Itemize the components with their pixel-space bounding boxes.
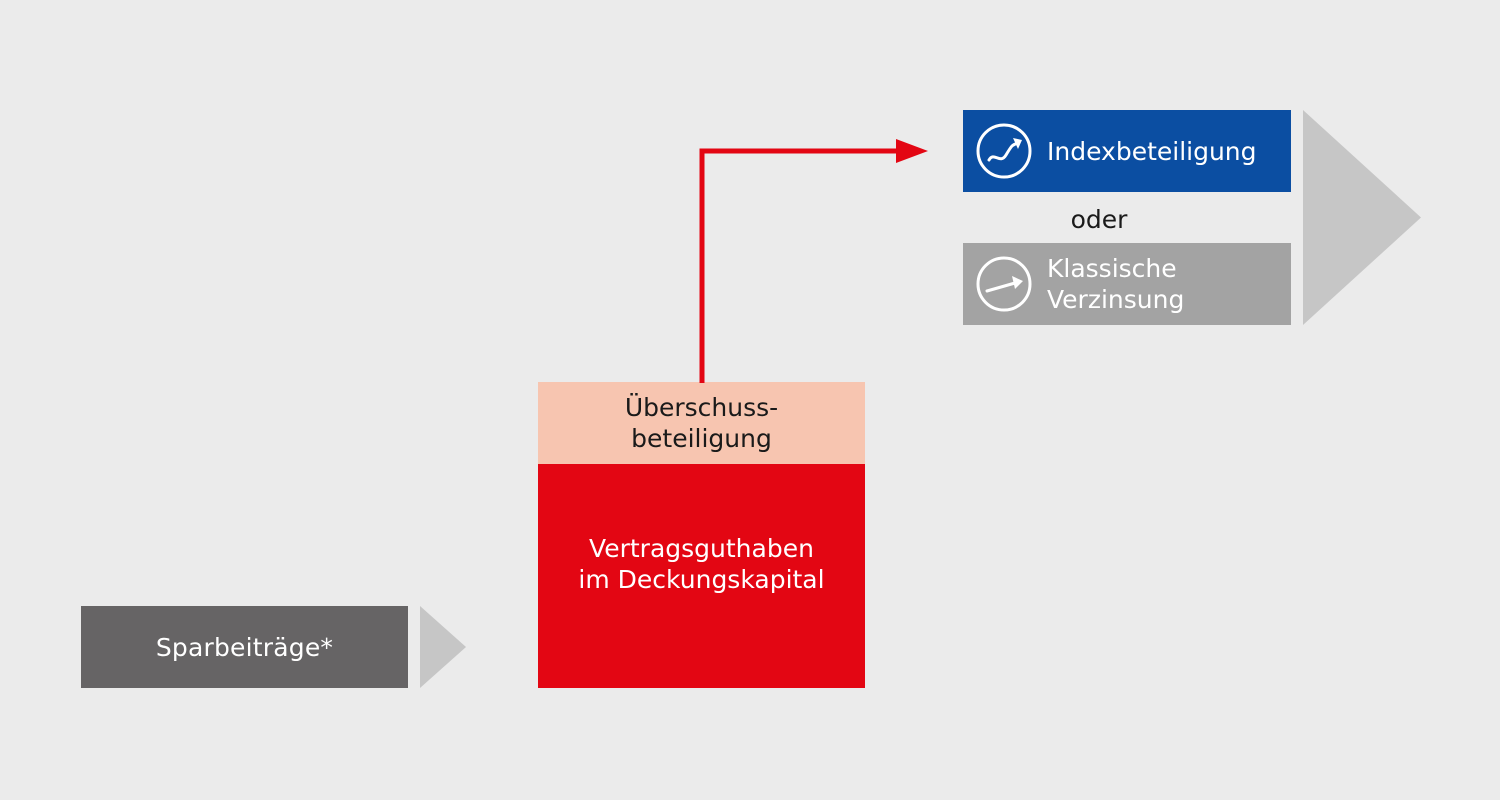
large-chevron-right-icon — [1303, 110, 1421, 325]
flow-arrow — [699, 139, 928, 383]
savings-box: Sparbeiträge* — [81, 606, 408, 688]
classic-option: Klassische Verzinsung — [963, 243, 1291, 325]
curved-up-arrow-icon — [976, 123, 1032, 179]
index-label: Indexbeteiligung — [1047, 136, 1257, 166]
surplus-box: Überschuss- beteiligung — [538, 382, 865, 464]
classic-label: Klassische Verzinsung — [1047, 254, 1185, 314]
savings-label: Sparbeiträge* — [155, 632, 334, 662]
straight-arrow-icon — [976, 256, 1032, 312]
or-label: oder — [1070, 205, 1128, 234]
index-option: Indexbeteiligung — [963, 110, 1291, 192]
surplus-label: Überschuss- beteiligung — [624, 393, 779, 453]
chevron-right-icon — [420, 606, 466, 688]
contract-box: Vertragsguthaben im Deckungskapital — [538, 464, 865, 688]
contract-label: Vertragsguthaben im Deckungskapital — [578, 534, 825, 594]
